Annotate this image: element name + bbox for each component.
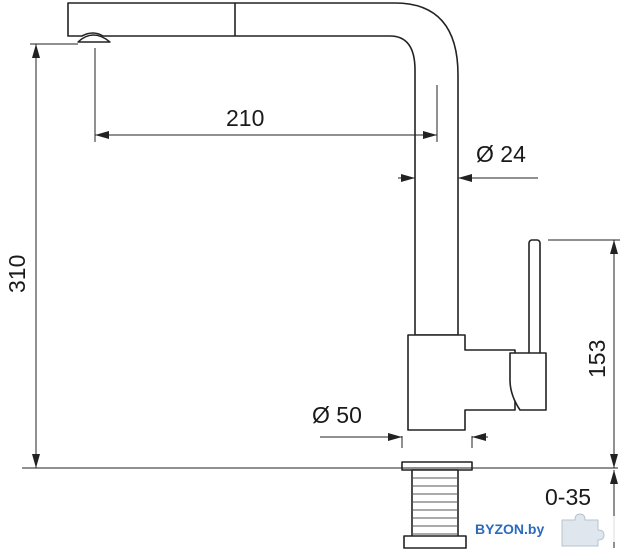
dimension-label-lever-height: 153	[584, 340, 610, 378]
dimension-label-base-diameter: Ø 50	[312, 402, 362, 428]
faucet-spout	[67, 2, 459, 336]
dimension-label-countertop: 0-35	[545, 484, 591, 510]
lever-handle	[528, 239, 541, 366]
faucet	[67, 2, 547, 549]
dimension-label-total-height: 310	[4, 255, 30, 293]
dimension-label-spout-diameter: Ø 24	[476, 141, 526, 167]
dimension-label-reach: 210	[226, 105, 264, 131]
mixer-body	[407, 334, 516, 431]
watermark-text: BYZON.by	[475, 521, 544, 537]
arrowheads	[32, 44, 618, 484]
lever-cartridge	[509, 352, 547, 411]
puzzle-icon	[561, 513, 605, 547]
watermark: BYZON.by	[470, 513, 620, 547]
base-ring	[401, 461, 473, 471]
mounting-shank	[411, 469, 459, 543]
shank-nut	[403, 535, 467, 549]
aerator	[77, 34, 111, 43]
